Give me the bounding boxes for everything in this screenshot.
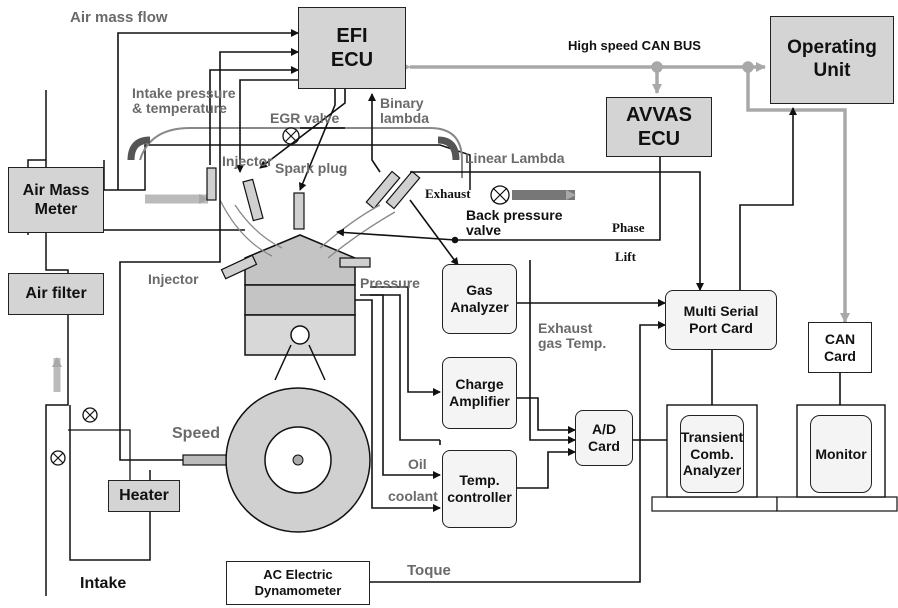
speed-label: Speed (172, 425, 221, 442)
lift-label: Lift (615, 249, 636, 264)
monitor-box: Monitor (810, 415, 872, 493)
intake-valve-2 (50, 450, 66, 466)
charge-amplifier-box: Charge Amplifier (442, 357, 517, 429)
intake-pressure-label: Intake pressure & temperature (132, 85, 236, 116)
cylinder-head (244, 234, 356, 286)
can-card-box: CAN Card (808, 322, 872, 373)
speed-sensor (182, 454, 227, 466)
avvas-ecu-box: AVVAS ECU (606, 97, 712, 157)
engine (182, 167, 421, 533)
pressure-sensor (339, 257, 371, 268)
intake-label: Intake (80, 575, 127, 592)
piston-pin (290, 325, 310, 345)
heater-line (68, 429, 131, 482)
egr-valve-icon (282, 127, 300, 145)
exhaust-label: Exhaust (425, 186, 471, 201)
linear-lambda-label: Linear Lambda (465, 150, 565, 166)
injector-side-label: Injector (148, 271, 199, 287)
cylinder-block (244, 284, 356, 316)
lambda-sensor-2 (385, 170, 421, 210)
air-filter-box: Air filter (8, 273, 104, 315)
manifold-curve-left-arrow (127, 136, 151, 161)
back-pressure-valve-icon (490, 185, 510, 205)
spark-plug-label: Spark plug (275, 160, 348, 176)
lambda-sensor-1 (365, 170, 401, 210)
gas-analyzer-box: Gas Analyzer (442, 264, 517, 334)
connecting-rod (274, 344, 326, 381)
multi-serial-port-card-box: Multi Serial Port Card (665, 290, 777, 350)
oil-label: Oil (408, 456, 427, 472)
pressure-label: Pressure (360, 275, 420, 291)
operating-unit-box: Operating Unit (770, 16, 894, 104)
crank-center (292, 454, 304, 466)
efi-ecu-box: EFI ECU (298, 7, 406, 89)
temp-controller-box: Temp. controller (442, 450, 517, 528)
toque-label: Toque (407, 562, 451, 579)
egr-valve-label: EGR valve (270, 110, 340, 126)
injector-top-label: Injector (222, 153, 273, 169)
intake-port (219, 199, 283, 257)
monitor-base (776, 496, 898, 512)
spark-plug-icon (293, 192, 305, 230)
heater-box: Heater (108, 480, 180, 512)
injector-top-icon (206, 167, 217, 201)
injector-top-icon-2 (242, 178, 264, 222)
intake-valve-1 (82, 407, 98, 423)
signal-lines (117, 29, 841, 583)
air-mass-meter-box: Air Mass Meter (8, 167, 104, 233)
transient-analyzer-box: Transient Comb. Analyzer (680, 415, 744, 493)
phase-label: Phase (612, 220, 645, 235)
binary-lambda-label: Binary lambda (380, 95, 430, 126)
manifold-curve-right-arrow (437, 136, 460, 161)
exhaust-gas-temp-label: Exhaust gas Temp. (538, 320, 607, 351)
ac-dynamometer-box: AC Electric Dynamometer (226, 561, 370, 605)
ad-card-box: A/D Card (575, 410, 633, 466)
air-mass-flow-label: Air mass flow (70, 9, 168, 26)
back-pressure-valve-label: Back pressure valve (466, 207, 563, 238)
can-bus-label: High speed CAN BUS (568, 38, 701, 53)
coolant-label: coolant (388, 488, 438, 504)
injector-side-icon (220, 254, 258, 280)
analyzer-base (651, 496, 778, 512)
